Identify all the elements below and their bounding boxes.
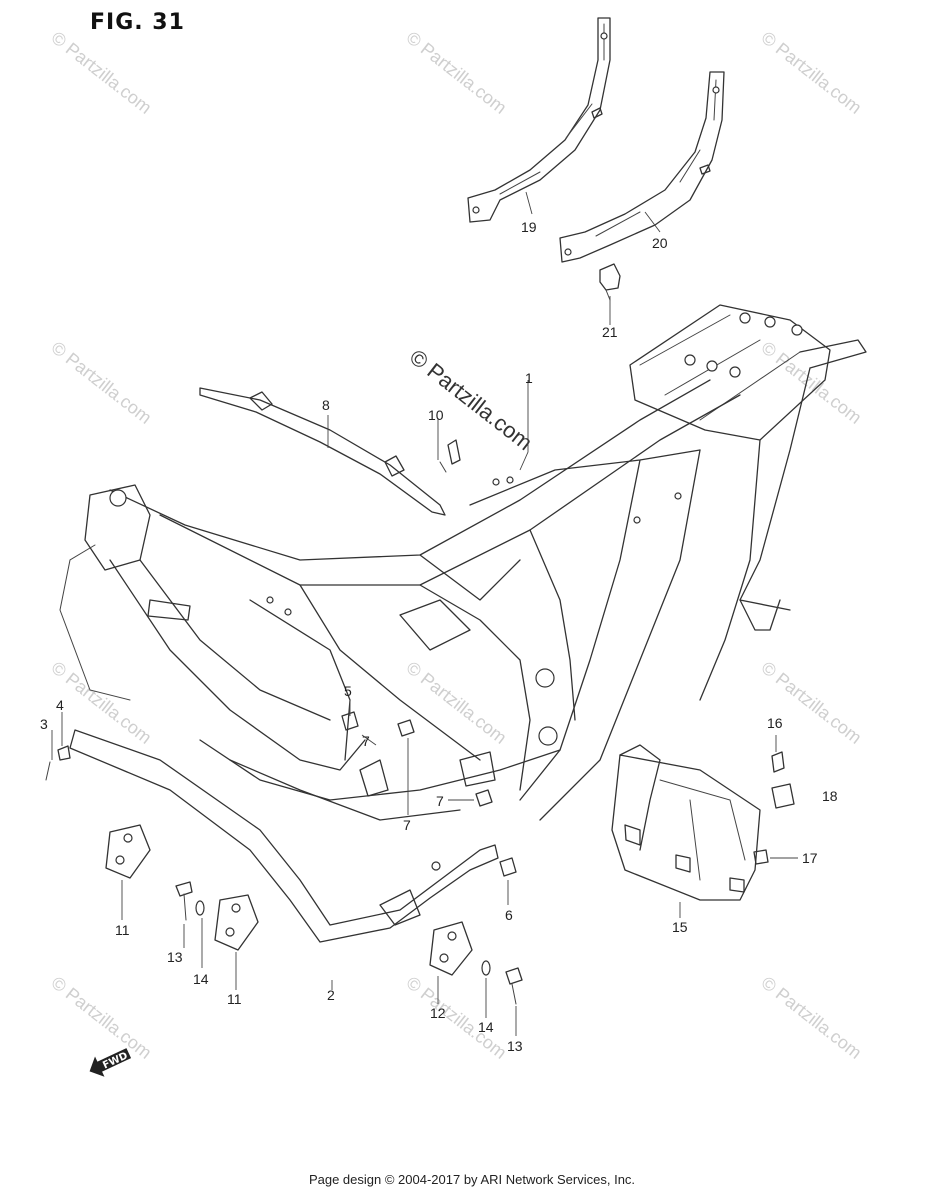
watermark: © Partzilla.com xyxy=(48,27,156,117)
fwd-arrow-icon: FWD xyxy=(89,1048,132,1077)
callout-13a: 13 xyxy=(167,949,183,965)
callout-18: 18 xyxy=(822,788,838,804)
leader-lines xyxy=(51,191,798,1036)
part-13-bolt-a xyxy=(175,881,193,921)
callout-6: 6 xyxy=(505,907,513,923)
callout-8: 8 xyxy=(322,397,330,413)
callout-7a: 7 xyxy=(362,733,370,749)
part-12-plate xyxy=(429,921,473,976)
callout-1: 1 xyxy=(525,370,533,386)
part-17-nut xyxy=(753,849,769,865)
callout-20: 20 xyxy=(652,235,668,251)
callout-11b: 11 xyxy=(227,991,242,1007)
part-11-plate-a xyxy=(105,824,151,879)
callout-11a: 11 xyxy=(115,922,130,938)
callout-7b: 7 xyxy=(403,817,411,833)
callout-19: 19 xyxy=(521,219,537,235)
part-18-grommet xyxy=(771,783,795,809)
callout-13b: 13 xyxy=(507,1038,523,1054)
part-21-bolt xyxy=(599,263,621,301)
watermark: © Partzilla.com xyxy=(403,972,511,1062)
part-11-plate-b xyxy=(214,894,259,951)
part-20-bracket xyxy=(559,71,725,263)
watermark: © Partzilla.com xyxy=(758,972,866,1062)
part-10-bolt xyxy=(439,439,461,473)
watermark: © Partzilla.com xyxy=(48,337,156,427)
watermark: © Partzilla.com xyxy=(758,337,866,427)
watermark: © Partzilla.com xyxy=(758,27,866,117)
callout-17: 17 xyxy=(802,850,818,866)
callout-14a: 14 xyxy=(193,971,209,987)
figure-title: FIG. 31 xyxy=(90,10,185,35)
callout-15: 15 xyxy=(672,919,688,935)
part-7-nut-b xyxy=(475,789,493,807)
watermark: © Partzilla.com xyxy=(403,657,511,747)
page-footer: Page design © 2004-2017 by ARI Network S… xyxy=(308,1172,636,1187)
callout-5: 5 xyxy=(344,683,352,699)
callout-2: 2 xyxy=(327,987,335,1003)
watermark: © Partzilla.com xyxy=(403,27,511,117)
callout-10: 10 xyxy=(428,407,444,423)
part-15-battery-box xyxy=(611,744,761,901)
part-14-washer-b xyxy=(481,960,491,976)
part-14-washer-a xyxy=(195,900,205,916)
callout-4: 4 xyxy=(56,697,64,713)
watermark: © Partzilla.com xyxy=(758,657,866,747)
callout-21: 21 xyxy=(602,324,618,340)
part-6-bolt xyxy=(499,857,517,877)
part-19-bracket xyxy=(467,17,611,223)
part-13-bolt-b xyxy=(505,967,523,1005)
callout-7c: 7 xyxy=(436,793,444,809)
frame-drawing: © Partzilla.com © Partzilla.com © Partzi… xyxy=(40,17,867,1077)
part-8-brace xyxy=(199,387,446,516)
watermark-grid: © Partzilla.com © Partzilla.com © Partzi… xyxy=(48,27,866,1062)
watermark-center: © Partzilla.com xyxy=(405,344,537,455)
callout-16: 16 xyxy=(767,715,783,731)
part-16-bolt xyxy=(771,751,785,773)
callouts: 1 2 3 4 5 6 7 7 7 8 10 11 11 12 13 13 14… xyxy=(40,219,838,1054)
callout-12: 12 xyxy=(430,1005,446,1021)
callout-3: 3 xyxy=(40,716,48,732)
part-3-4-bolt xyxy=(45,745,71,781)
part-2-cradle xyxy=(69,729,499,943)
part-7-nut-a xyxy=(397,719,415,737)
watermark: © Partzilla.com xyxy=(48,972,156,1062)
callout-14b: 14 xyxy=(478,1019,494,1035)
